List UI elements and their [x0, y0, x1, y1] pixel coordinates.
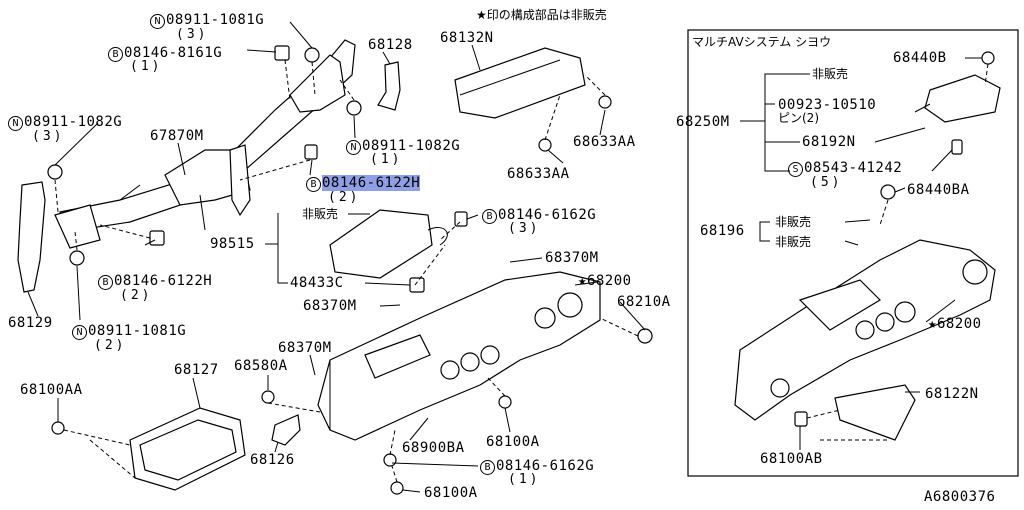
prefix-n-icon: N: [150, 14, 165, 29]
clip-68440b: [981, 51, 995, 65]
callout-68200-main[interactable]: ★68200: [578, 273, 632, 289]
prefix-b-icon: B: [306, 177, 321, 192]
callout-68122n[interactable]: 68122N: [925, 386, 979, 402]
clip-68440ba: [880, 184, 896, 200]
qty-08911-1082g-mid: (1): [370, 152, 403, 167]
callout-48433c[interactable]: 48433C: [290, 275, 344, 291]
bracket-68122n: [834, 384, 916, 441]
leader-lines: [27, 21, 982, 493]
not-for-sale-display: 非販売: [812, 67, 849, 81]
inset-panel-68200: [734, 239, 996, 421]
callout-68100ab[interactable]: 68100AB: [760, 451, 823, 467]
qty-08911-1082g-left: (3): [32, 129, 65, 144]
qty-08146-6122h-highlight: (2): [328, 190, 361, 205]
callout-68580a[interactable]: 68580A: [234, 358, 288, 374]
inset-title: マルチAVシステム シヨウ: [692, 35, 832, 49]
frame-68127: [51, 407, 246, 491]
callout-68633aa-upper[interactable]: 68633AA: [573, 134, 636, 150]
prefix-b-icon: B: [480, 460, 495, 475]
qty-08146-6162g-bottom: (1): [508, 472, 541, 487]
callout-68370m-top[interactable]: 68370M: [545, 250, 599, 266]
prefix-n-icon: N: [8, 116, 23, 131]
callout-68196[interactable]: 68196: [700, 223, 745, 239]
callout-68128[interactable]: 68128: [368, 37, 413, 53]
diagram-id: A6800376: [924, 489, 996, 505]
prefix-b-icon: B: [482, 209, 497, 224]
qty-08911-1081g-bottom: (2): [94, 338, 127, 353]
callout-68440ba[interactable]: 68440BA: [907, 182, 970, 198]
qty-08146-6162g-mid: (3): [508, 221, 541, 236]
header-note: ★印の構成部品は非販売: [476, 8, 607, 22]
prefix-b-icon: B: [108, 47, 123, 62]
star-icon: ★: [578, 273, 587, 289]
qty-08543-41242: (5): [810, 175, 843, 190]
airbag-module-98515: [329, 209, 468, 293]
callout-68100a-bottom[interactable]: 68100A: [424, 485, 478, 501]
callout-68129[interactable]: 68129: [8, 315, 53, 331]
qty-08146-8161g: (1): [130, 59, 163, 74]
star-icon: ★: [928, 316, 937, 332]
callout-68440b[interactable]: 68440B: [893, 50, 947, 66]
bracket-68129: [17, 181, 46, 293]
assembly-dashed-lines: [54, 59, 989, 483]
bolts-upper-left: [47, 45, 362, 266]
bracket-68126: [271, 414, 301, 446]
screw-08543: [951, 139, 963, 155]
bolt-68100ab: [794, 411, 808, 427]
callout-67870m[interactable]: 67870M: [150, 128, 204, 144]
inset-frame: [687, 29, 1019, 477]
prefix-n-icon: N: [72, 325, 87, 340]
callout-68250m[interactable]: 68250M: [676, 114, 730, 130]
callout-68192n[interactable]: 68192N: [802, 134, 856, 150]
not-for-sale-airbag: 非販売: [302, 207, 339, 221]
callout-68127[interactable]: 68127: [174, 362, 219, 378]
bracket-68128: [377, 61, 401, 111]
not-for-sale-68196-a: 非販売: [775, 215, 812, 229]
prefix-s-icon: S: [788, 162, 803, 177]
callout-68210a[interactable]: 68210A: [617, 294, 671, 310]
prefix-b-icon: B: [98, 275, 113, 290]
callout-68132n[interactable]: 68132N: [440, 30, 494, 46]
callout-68633aa-lower[interactable]: 68633AA: [507, 166, 570, 182]
display-68250m: [924, 74, 1001, 123]
callout-00923-10510[interactable]: 00923-10510: [778, 97, 877, 113]
instrument-panel-68200: [317, 271, 601, 441]
callout-68100a-mid[interactable]: 68100A: [486, 434, 540, 450]
callout-68370m-lower[interactable]: 68370M: [278, 340, 332, 356]
duct-68132n: [454, 47, 612, 152]
pin-qty-label: ピン(2): [778, 111, 819, 125]
callout-68200-inset[interactable]: ★68200: [928, 316, 982, 332]
callout-68100aa[interactable]: 68100AA: [20, 382, 83, 398]
callout-98515[interactable]: 98515: [210, 236, 255, 252]
prefix-n-icon: N: [346, 140, 361, 155]
callout-68900ba[interactable]: 68900BA: [402, 440, 465, 456]
callout-68126[interactable]: 68126: [250, 452, 295, 468]
qty-08146-6122h-left: (2): [120, 288, 153, 303]
qty-08911-1081g-top: (3): [176, 27, 209, 42]
not-for-sale-68196-b: 非販売: [775, 235, 812, 249]
callout-68370m-mid[interactable]: 68370M: [303, 298, 357, 314]
